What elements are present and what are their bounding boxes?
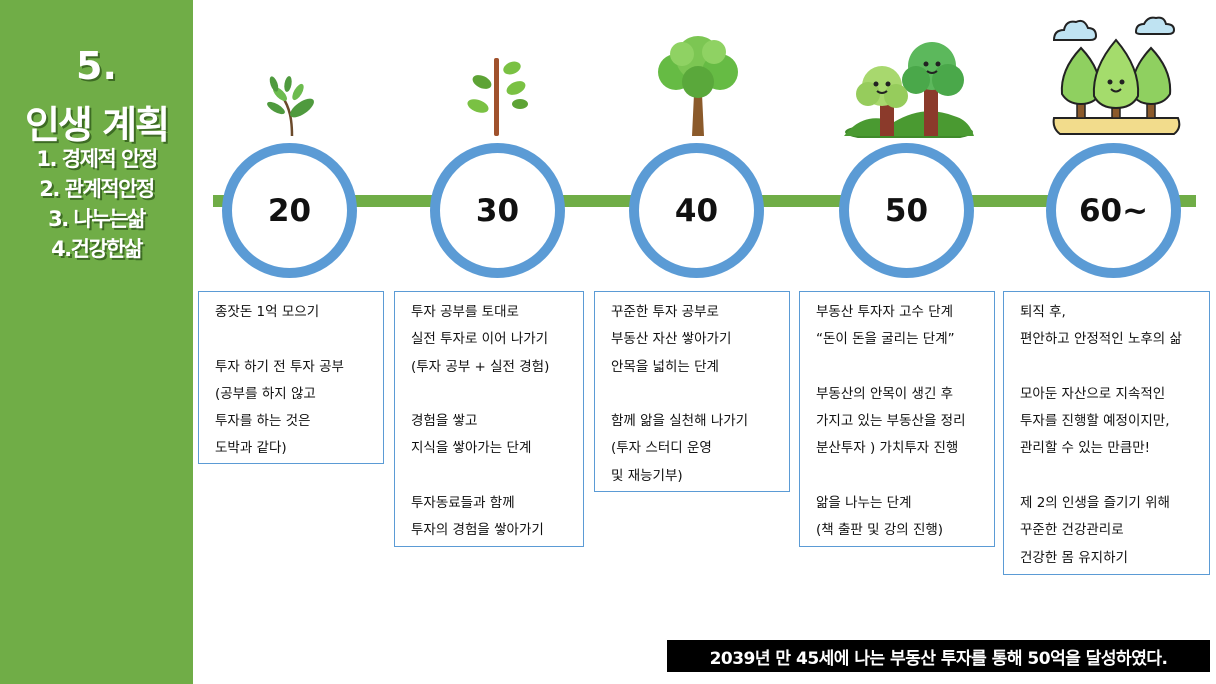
stage-line: 투자동료들과 함께: [411, 495, 515, 512]
age-circle-30: 30: [430, 143, 565, 278]
stage-line: 투자를 진행할 예정이지만,: [1020, 413, 1170, 430]
stage-line: 도박과 같다): [215, 440, 287, 457]
stage-box-30: 투자 공부를 토대로 실전 투자로 이어 나가기 (투자 공부 + 실전 경험)…: [394, 291, 584, 547]
sidebar: 5. 인생 계획 1. 경제적 안정 2. 관계적안정 3. 나누는삶 4.건강…: [0, 0, 193, 684]
stage-line: (투자 공부 + 실전 경험): [411, 358, 550, 375]
stage-line: [1020, 354, 1209, 381]
stage-line: [816, 354, 994, 381]
stage-line: 함께 앎을 실천해 나가기: [611, 413, 749, 430]
stage-line: (투자 스터디 운영: [611, 440, 712, 457]
stage-line: 가지고 있는 부동산을 정리: [816, 413, 966, 430]
stage-line: (공부를 하지 않고: [215, 385, 316, 402]
stage-line: 편안하고 안정적인 노후의 삶: [1020, 331, 1182, 348]
stage-line: (책 출판 및 강의 진행): [816, 522, 944, 539]
stage-line: 및 재능기부): [611, 467, 683, 484]
section-number: 5.: [76, 44, 117, 88]
goal-item: 2. 관계적안정: [39, 177, 155, 201]
forest-icon: [1052, 16, 1181, 135]
stage-line: 모아둔 자산으로 지속적인: [1020, 385, 1166, 402]
goal-banner: 2039년 만 45세에 나는 부동산 투자를 통해 50억을 달성하였다.: [667, 640, 1210, 672]
goal-list: 1. 경제적 안정 2. 관계적안정 3. 나누는삶 4.건강한삶: [0, 144, 193, 264]
stage-line: “돈이 돈을 굴리는 단계”: [816, 331, 955, 348]
stage-line: 투자 공부를 토대로: [411, 304, 519, 320]
tree-pair-icon: [844, 42, 974, 138]
age-circle-20: 20: [222, 143, 357, 278]
stage-line: 경험을 쌓고: [411, 413, 478, 430]
stage-line: 종잣돈 1억 모으기: [215, 304, 320, 320]
stage-line: 건강한 몸 유지하기: [1020, 549, 1128, 566]
stage-line: 부동산 투자자 고수 단계: [816, 304, 954, 320]
stage-box-60: 퇴직 후, 편안하고 안정적인 노후의 삶 모아둔 자산으로 지속적인 투자를 …: [1003, 291, 1210, 575]
goal-item: 3. 나누는삶: [48, 207, 146, 231]
stage-line: [411, 463, 583, 490]
age-circle-40: 40: [629, 143, 764, 278]
stage-line: 투자의 경험을 쌓아가기: [411, 522, 544, 539]
stage-line: 꾸준한 투자 공부로: [611, 304, 719, 320]
stage-line: 투자를 하는 것은: [215, 413, 311, 430]
stage-box-50: 부동산 투자자 고수 단계 “돈이 돈을 굴리는 단계” 부동산의 안목이 생긴…: [799, 291, 995, 547]
stage-box-40: 꾸준한 투자 공부로 부동산 자산 쌓아가기 안목을 넓히는 단계 함께 앎을 …: [594, 291, 790, 492]
stage-line: [411, 381, 583, 408]
tree-icon: [658, 36, 738, 136]
stage-line: 꾸준한 건강관리로: [1020, 522, 1124, 539]
stage-line: 관리할 수 있는 만큼만!: [1020, 440, 1151, 457]
age-circle-60: 60~: [1046, 143, 1181, 278]
stage-line: 실전 투자로 이어 나가기: [411, 331, 549, 348]
section-title: 인생 계획: [24, 103, 170, 147]
sapling-icon: [467, 58, 528, 136]
age-circle-50: 50: [839, 143, 974, 278]
stage-line: 부동산의 안목이 생긴 후: [816, 385, 954, 402]
stage-line: 퇴직 후,: [1020, 304, 1066, 320]
stage-line: [816, 463, 994, 490]
stage-line: 분산투자 ) 가치투자 진행: [816, 440, 959, 457]
stage-line: 부동산 자산 쌓아가기: [611, 331, 732, 348]
stage-line: 지식을 쌓아가는 단계: [411, 440, 532, 457]
stage-line: [611, 381, 789, 408]
stage-line: [215, 326, 383, 353]
stage-line: 안목을 넓히는 단계: [611, 358, 719, 375]
stage-line: [1020, 463, 1209, 490]
goal-item: 1. 경제적 안정: [36, 147, 158, 171]
stage-line: 제 2의 인생을 즐기기 위해: [1020, 495, 1170, 512]
stage-line: 투자 하기 전 투자 공부: [215, 358, 344, 375]
goal-item: 4.건강한삶: [51, 237, 143, 261]
sprout-icon: [267, 76, 314, 137]
stage-line: 앎을 나누는 단계: [816, 495, 912, 512]
stage-box-20: 종잣돈 1억 모으기 투자 하기 전 투자 공부 (공부를 하지 않고 투자를 …: [198, 291, 384, 464]
